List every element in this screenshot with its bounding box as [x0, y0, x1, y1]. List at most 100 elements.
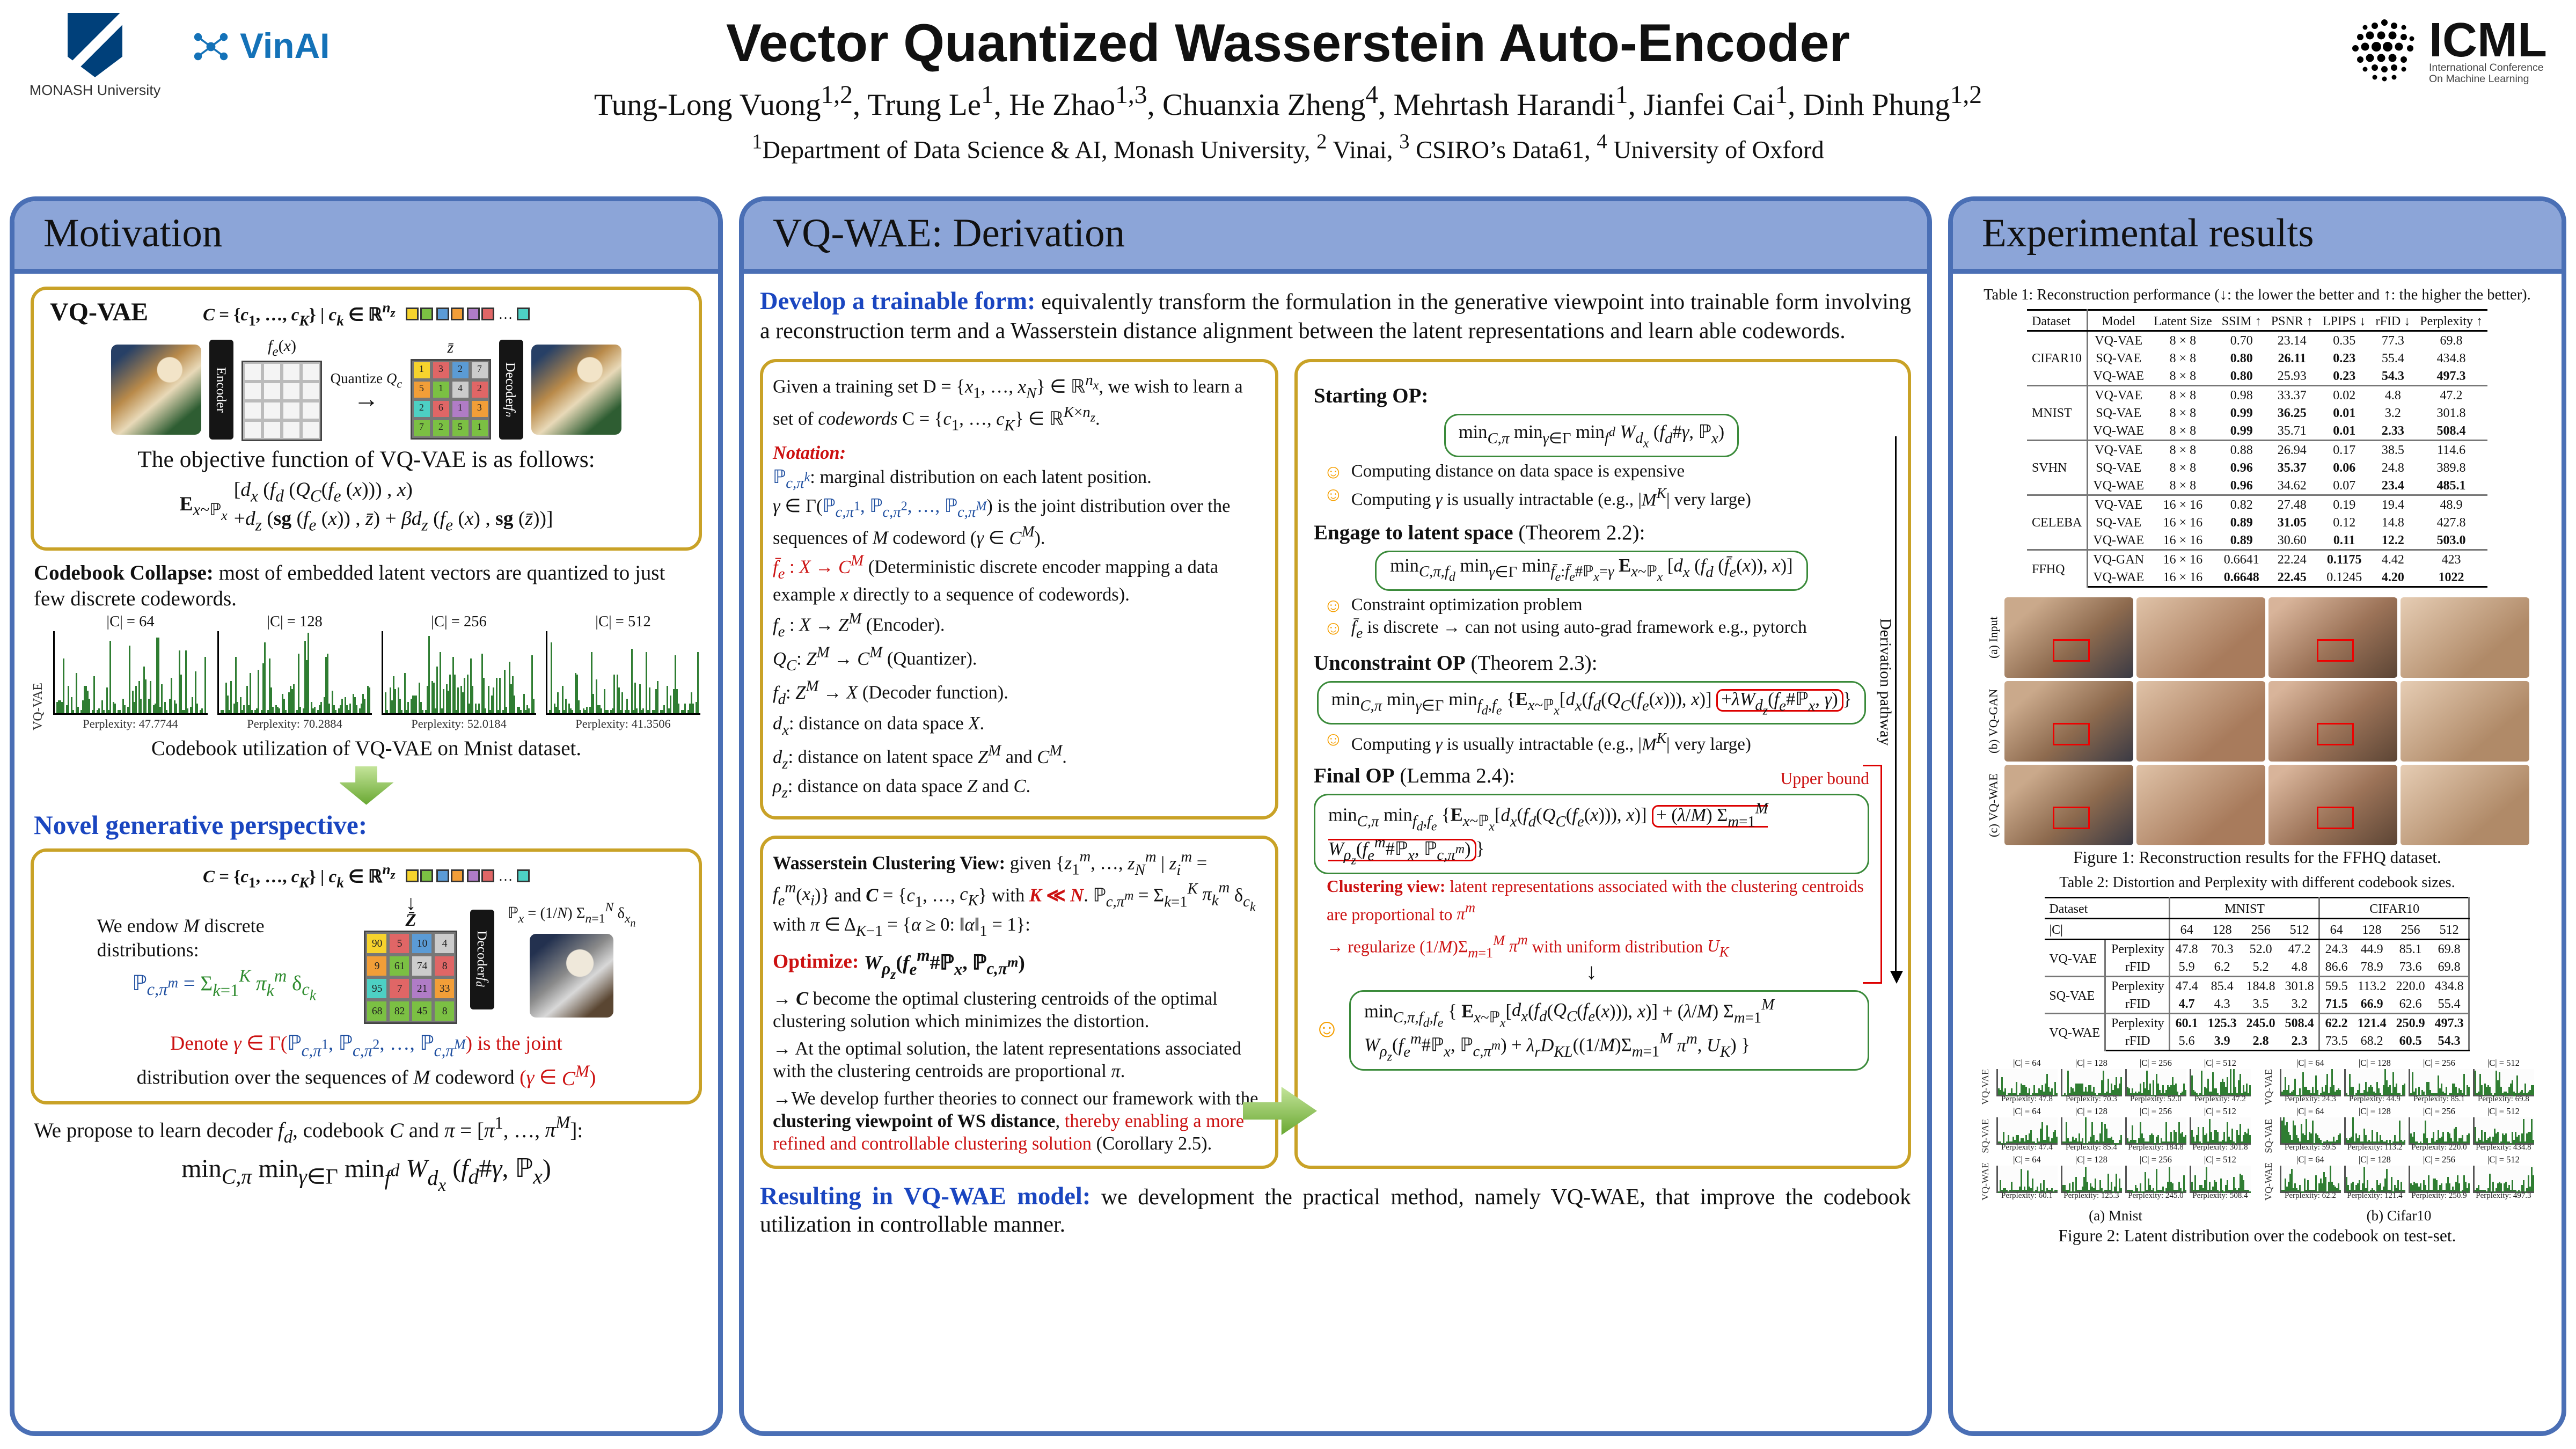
utilization-bar — [166, 710, 169, 713]
utilization-bar — [2500, 1183, 2501, 1191]
utilization-bar — [2475, 1189, 2476, 1191]
formula-wrap: minC,π minγ∈Γ minfd Wdx (fd#γ, ℙx) — [1314, 414, 1869, 458]
table-cell: 0.19 — [2317, 494, 2371, 514]
utilization-bar — [2069, 1183, 2070, 1191]
utilization-bar — [2522, 1093, 2523, 1095]
utilization-bar — [508, 662, 510, 713]
utilization-bar — [2518, 1136, 2519, 1143]
utilization-bar — [399, 698, 401, 713]
utilization-bar — [2304, 1134, 2306, 1143]
chart-title: |C| = 128 — [267, 614, 323, 631]
utilization-bar — [2339, 1190, 2341, 1191]
utilization-bar — [2480, 1088, 2481, 1095]
figure2-row-label: VQ-WAE — [1982, 1162, 1992, 1201]
utilization-bar — [2028, 1091, 2029, 1095]
utilization-bar — [2177, 1190, 2178, 1191]
utilization-bar — [2163, 1093, 2164, 1095]
utilization-bar — [2533, 1140, 2534, 1143]
figure1-caption: Figure 1: Reconstruction results for the… — [2073, 850, 2441, 868]
mini-chart-bars — [2280, 1069, 2341, 1096]
sample-image-placeholder — [529, 933, 613, 1018]
utilization-bar — [2120, 1136, 2122, 1143]
utilization-bar — [2427, 1175, 2429, 1191]
right-arrow-icon: → — [353, 385, 379, 413]
utilization-bar — [634, 683, 636, 713]
utilization-bar — [117, 710, 119, 713]
utilization-bar — [2381, 1139, 2382, 1143]
utilization-bar — [2478, 1074, 2480, 1095]
formula-wrap: minC,π,fd minγ∈Γ minf̄e:f̄e#ℙx=γ Ex~ℙx [… — [1314, 550, 1869, 591]
face-image-placeholder — [2004, 681, 2133, 762]
utilization-bar — [2218, 1094, 2220, 1095]
utilization-bar — [2047, 1141, 2048, 1143]
utilization-bar — [2074, 1138, 2076, 1143]
mini-chart-perplexity: Perplexity: 24.3 — [2285, 1096, 2336, 1104]
table-cell: 0.11 — [2333, 533, 2355, 547]
table-cell: 423 — [2415, 549, 2487, 568]
utilization-bar — [2066, 1139, 2068, 1143]
utilization-bar — [561, 686, 564, 713]
utilization-bar — [2197, 1094, 2198, 1095]
utilization-bar — [2516, 1137, 2518, 1143]
utilization-bar — [2434, 1179, 2436, 1191]
utilization-bar — [2507, 1093, 2508, 1095]
utilization-bar — [2388, 1189, 2389, 1191]
utilization-bar — [2154, 1142, 2155, 1143]
utilization-bar — [2336, 1139, 2337, 1143]
utilization-bar — [2004, 1088, 2006, 1095]
utilization-bar — [2306, 1118, 2307, 1143]
table-cell: 16 × 16 — [2149, 549, 2217, 568]
vqvae-box-title: VQ-VAE — [50, 299, 149, 327]
utilization-bar — [2424, 1181, 2425, 1191]
utilization-bar — [2459, 1183, 2460, 1191]
notation-item: fe : X → ZM (Encoder). — [773, 610, 945, 641]
formula-box: minC,π minγ∈Γ minfd Wdx (fd#γ, ℙx) — [1444, 414, 1739, 458]
utilization-bar — [2426, 1082, 2428, 1095]
utilization-bar — [91, 711, 93, 713]
utilization-bar — [358, 708, 360, 713]
dataset-cell: CELEBA — [2027, 494, 2089, 550]
utilization-bar — [283, 699, 285, 713]
table-cell: 0.99 — [2230, 406, 2253, 420]
utilization-bar — [2529, 1185, 2530, 1191]
table-cell: 16 × 16 — [2163, 515, 2203, 530]
utilization-bar — [2289, 1093, 2290, 1095]
utilization-bar — [2357, 1089, 2358, 1095]
utilization-bar — [597, 704, 599, 713]
utilization-bar — [2432, 1093, 2433, 1095]
utilization-bar — [405, 709, 407, 713]
codeword-cell: 7 — [470, 360, 489, 380]
column-header: SSIM ↑ — [2216, 309, 2266, 332]
utilization-bar — [2448, 1183, 2449, 1191]
table-cell: 497.3 — [2436, 369, 2466, 383]
vinai-logo-text: VinAI — [240, 26, 330, 66]
utilization-bar — [2413, 1131, 2414, 1143]
utilization-bar — [2203, 1086, 2205, 1095]
utilization-bar — [2389, 1139, 2390, 1143]
codeword-swatch — [420, 869, 433, 882]
utilization-bar — [2018, 1093, 2019, 1095]
utilization-bar — [2300, 1094, 2302, 1095]
figure2-row-label: VQ-VAE — [1982, 1069, 1992, 1104]
utilization-bar — [2329, 1142, 2330, 1143]
utilization-bar — [2248, 1190, 2249, 1191]
utilization-bar — [482, 677, 485, 713]
utilization-bar — [2413, 1182, 2414, 1191]
utilization-bar — [2450, 1138, 2452, 1143]
utilization-bar — [424, 709, 426, 713]
utilization-bar — [2522, 1128, 2523, 1143]
utilization-bar — [2156, 1092, 2158, 1095]
utilization-bar — [2296, 1189, 2297, 1191]
utilization-bar — [2366, 1141, 2367, 1143]
utilization-bar — [2424, 1093, 2425, 1095]
utilization-bar — [2427, 1142, 2429, 1143]
utilization-bar — [2045, 1126, 2047, 1143]
utilization-bar — [2211, 1140, 2213, 1143]
utilization-bar — [260, 710, 262, 713]
